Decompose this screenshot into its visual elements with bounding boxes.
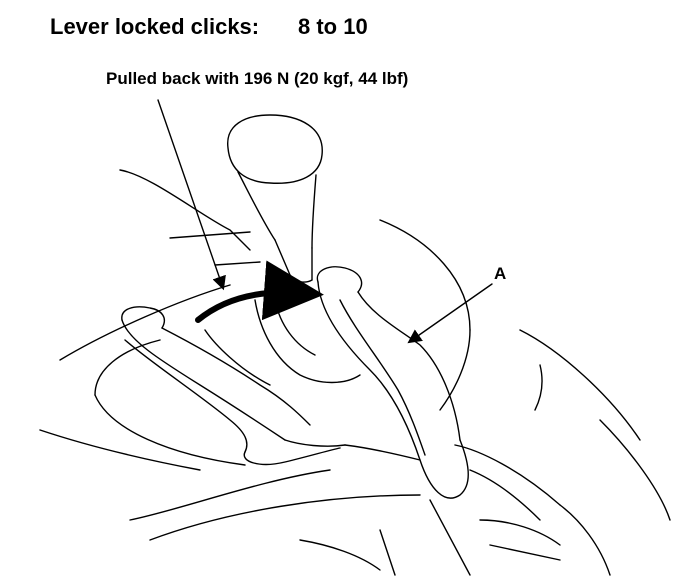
force-note-leader-line xyxy=(157,99,226,291)
force-note: Pulled back with 196 N (20 kgf, 44 lbf) xyxy=(106,69,409,88)
console-outline xyxy=(39,169,671,576)
spec-value: 8 to 10 xyxy=(298,14,368,39)
shift-boot xyxy=(204,299,361,386)
gear-shift-knob xyxy=(227,114,323,283)
callout-a-leader-line xyxy=(407,283,493,344)
parking-brake-lever xyxy=(121,266,469,499)
spec-label: Lever locked clicks: xyxy=(50,14,260,39)
pull-direction-arrow xyxy=(195,260,324,323)
callout-a-label: A xyxy=(494,264,507,283)
